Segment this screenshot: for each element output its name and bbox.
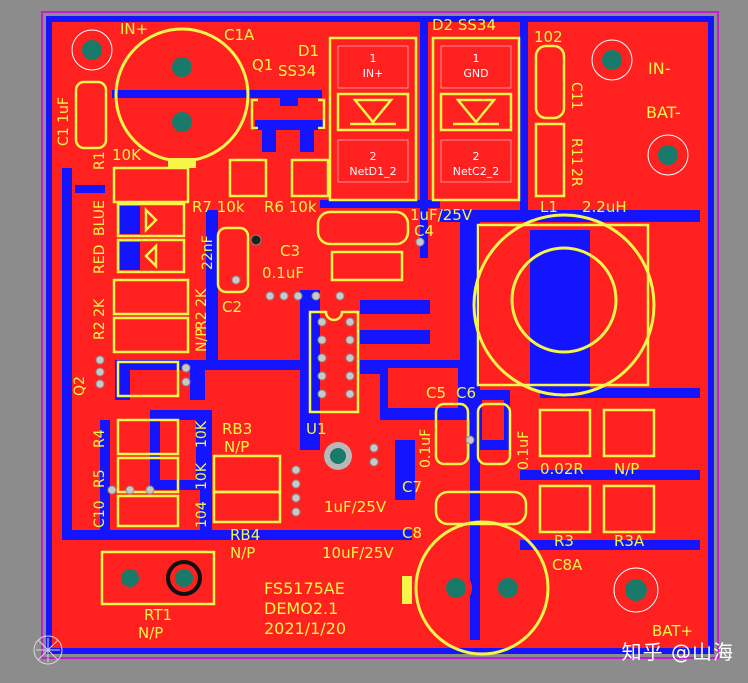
label-rb4-np: N/P	[230, 544, 255, 562]
label-in-minus: IN-	[648, 59, 670, 78]
label-rb4: RB4	[230, 526, 260, 544]
label-r3a-value: N/P	[614, 460, 639, 478]
d1-pin2-net: NetD1_2	[349, 165, 396, 178]
label-c1a: C1A	[224, 26, 255, 44]
through-hole-pads	[71, 29, 689, 613]
diode-symbols	[144, 92, 513, 270]
smd-pads	[120, 90, 314, 270]
label-10k-a: 10K	[194, 420, 210, 448]
label-c5-value: 0.1uF	[418, 429, 434, 468]
label-r3a: R3A	[614, 532, 645, 550]
l1-outline	[476, 223, 650, 387]
label-r11-value: 2R	[568, 168, 584, 187]
label-r1: R1	[92, 151, 108, 170]
label-bat-minus: BAT-	[646, 103, 681, 122]
label-r5: R5	[92, 469, 108, 488]
title-part: FS5175AE	[264, 579, 345, 598]
title-version: DEMO2.1	[264, 599, 338, 618]
label-r3: R3	[554, 532, 574, 550]
d2-pin2-net: NetC2_2	[453, 165, 500, 178]
label-c3: C3	[280, 242, 300, 260]
label-c11-value: 102	[534, 28, 563, 46]
label-c4: C4	[414, 222, 434, 240]
watermark: 知乎 @山海	[621, 640, 734, 664]
d1-pin1-net: IN+	[363, 67, 384, 80]
d1-pin2-num: 2	[370, 150, 377, 163]
vias	[95, 234, 475, 517]
c8-outline	[414, 520, 550, 656]
label-c10: C10	[92, 500, 108, 528]
label-104: 104	[194, 501, 210, 528]
label-c8-value: 10uF/25V	[322, 544, 394, 562]
board-outline	[41, 11, 719, 659]
d2-pin1-num: 1	[473, 52, 480, 65]
label-c4-value: 1uF/25V	[410, 206, 473, 224]
label-d1-part: SS34	[278, 62, 316, 80]
label-blue: BLUE	[92, 200, 108, 236]
label-c6-value: 0.1uF	[516, 431, 532, 470]
label-rb3-np: N/P	[224, 438, 249, 456]
label-rt1: RT1	[144, 606, 172, 624]
label-np-vert: N/P	[194, 328, 210, 352]
title-date: 2021/1/20	[264, 619, 346, 638]
origin-marker	[33, 635, 63, 665]
d2-pin1-net: GND	[463, 67, 488, 80]
label-rb3: RB3	[222, 420, 252, 438]
label-c7: C7	[402, 478, 422, 496]
silkscreen	[74, 27, 656, 656]
label-c5: C5	[426, 384, 446, 402]
label-c1: C1 1uF	[56, 97, 72, 146]
d1-outline	[328, 36, 418, 202]
label-c2-value: 22nF	[200, 235, 216, 270]
label-c6: C6	[456, 384, 476, 402]
label-r6: R6 10k	[264, 198, 317, 216]
label-r3-value: 0.02R	[540, 460, 584, 478]
label-l1: L1	[540, 198, 558, 216]
label-l1-value: 2.2uH	[582, 198, 627, 216]
label-q1: Q1	[252, 56, 273, 74]
d1-pin1-num: 1	[370, 52, 377, 65]
rt1-outline	[100, 550, 216, 606]
label-c3-value: 0.1uF	[262, 264, 304, 282]
diode-pads	[337, 45, 512, 183]
label-rt1-np: N/P	[138, 624, 163, 642]
label-bat-plus: BAT+	[652, 622, 693, 640]
label-in-plus: IN+	[120, 20, 148, 38]
label-r11: R11	[568, 138, 584, 166]
label-r7: R7 10k	[192, 198, 245, 216]
label-r1-value: 10K	[112, 146, 142, 164]
label-r2: R2 2K	[92, 298, 108, 340]
label-d1: D1	[298, 42, 319, 60]
label-red: RED	[92, 245, 108, 274]
label-q2: Q2	[72, 376, 88, 396]
label-r4: R4	[92, 429, 108, 448]
d2-outline	[431, 36, 521, 202]
silk-text: IN+ C1A Q1 D1 SS34 D2 SS34 102 IN- BAT- …	[56, 16, 693, 642]
label-u1: U1	[306, 420, 327, 438]
label-c8: C8	[402, 524, 422, 542]
label-10k-b: 10K	[194, 462, 210, 490]
label-d2: D2 SS34	[432, 16, 496, 34]
label-c11: C11	[568, 82, 584, 110]
label-r2-vert: R2 2K	[194, 288, 210, 330]
label-c7-value: 1uF/25V	[324, 498, 387, 516]
label-c2: C2	[222, 298, 242, 316]
d2-pin2-num: 2	[473, 150, 480, 163]
label-c8a: C8A	[552, 556, 583, 574]
